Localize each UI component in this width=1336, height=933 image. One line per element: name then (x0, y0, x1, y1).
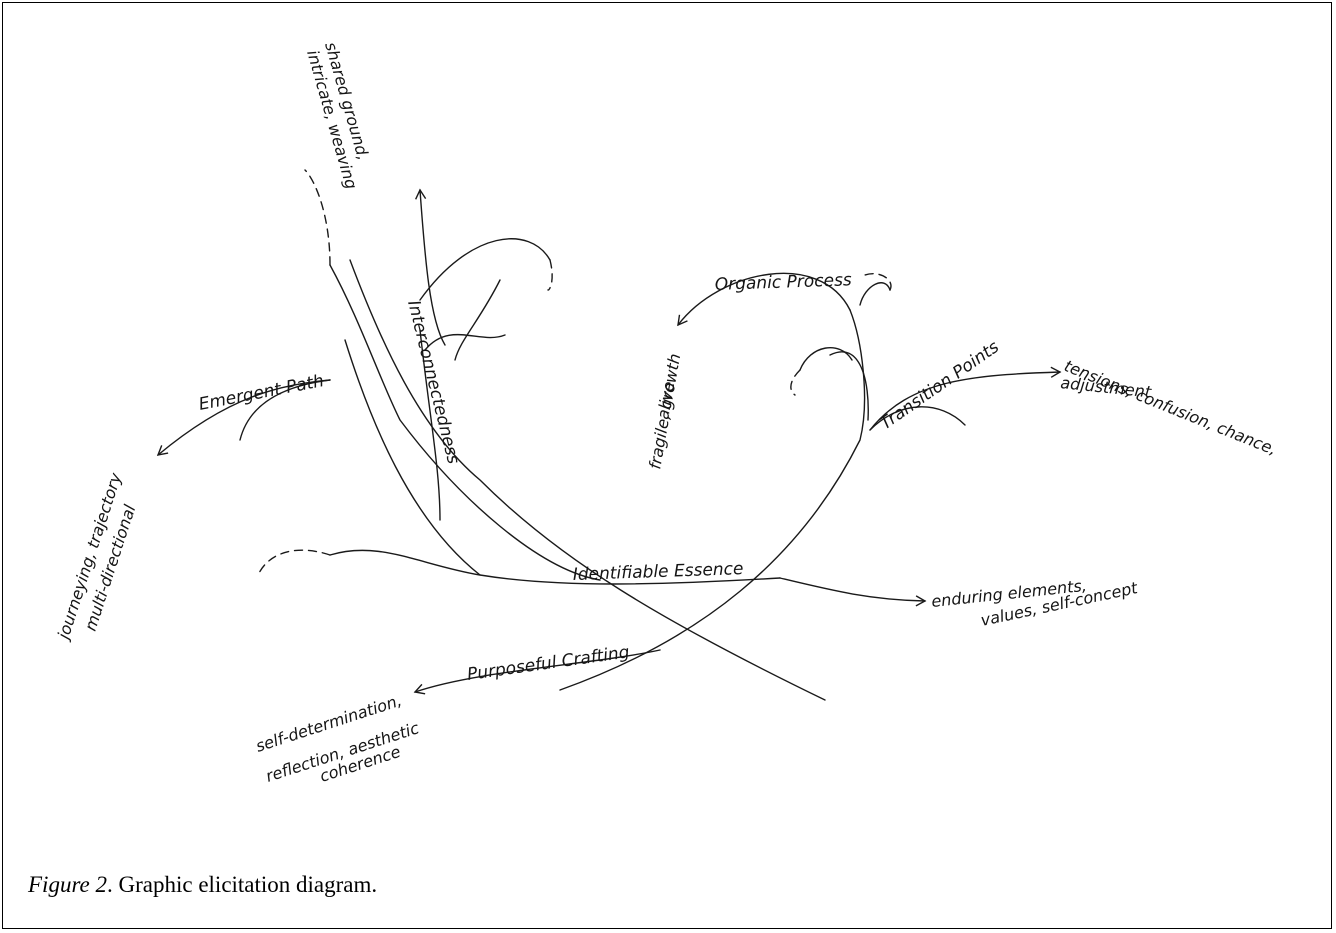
vine-stroke-center-right (424, 334, 506, 351)
vine-stroke-curl-center (829, 351, 869, 421)
dashed-tail-top-left (304, 169, 331, 266)
theme-note-purposeful-crafting: self-determination, reflection, aestheti… (253, 691, 421, 786)
arrow-organic-process (677, 272, 851, 327)
arrow-identifiable-essence (779, 577, 927, 607)
vine-stroke-heart-right (559, 309, 866, 691)
vine-stroke-main-diagonal (349, 259, 826, 701)
theme-arrows (156, 188, 1062, 695)
theme-note-emergent-path: journeying, trajectory multi-directional (53, 470, 139, 643)
note-line: alive (653, 380, 678, 421)
vine-stroke-left-long (329, 264, 601, 581)
note-line: tensions, confusion, chance, (1062, 356, 1280, 459)
dashed-tail-transition (790, 369, 801, 396)
vine-stroke-swirl-top (419, 238, 551, 301)
vine-stroke-lower-left (329, 549, 781, 585)
theme-label-purposeful-crafting: Purposeful Crafting (466, 642, 631, 685)
theme-note-identifiable-essence: enduring elements, values, self-concept (930, 576, 1139, 630)
arrow-transition-points (869, 366, 1062, 431)
arrow-purposeful-crafting (413, 649, 661, 695)
note-line: adjustment (1060, 373, 1153, 401)
theme-label-organic-process: Organic Process (714, 270, 852, 295)
dashed-tail-organic (864, 273, 892, 291)
vine-stroke-upper-curl (859, 282, 891, 306)
arrow-emergent-path (156, 379, 331, 456)
arrow-interconnectedness (415, 188, 446, 346)
vine-stroke-curl-right (799, 347, 853, 371)
theme-label-emergent-path: Emergent Path (197, 371, 325, 415)
theme-note-organic-process: fragile, growth alive (645, 352, 684, 471)
vine-strokes (239, 238, 966, 701)
theme-note-transition-points: tensions, confusion, chance, adjustment (1060, 356, 1280, 459)
theme-note-interconnectedness: shared ground, intricate, weaving (303, 40, 373, 191)
vine-stroke-heart-left (419, 329, 441, 521)
vine-stroke-transition-branch (869, 406, 966, 431)
figure-caption-text: . Graphic elicitation diagram. (107, 872, 378, 897)
dashed-tails (257, 169, 892, 576)
theme-label-transition-points: Transition Points (876, 337, 1003, 434)
vine-stroke-left-mid (344, 339, 481, 576)
figure-label: Figure 2 (28, 872, 107, 897)
figure-caption: Figure 2. Graphic elicitation diagram. (28, 872, 377, 898)
dashed-tail-top-center (547, 259, 553, 291)
vine-stroke-center-branch (454, 279, 501, 361)
dashed-tail-left-bottom (257, 549, 331, 576)
